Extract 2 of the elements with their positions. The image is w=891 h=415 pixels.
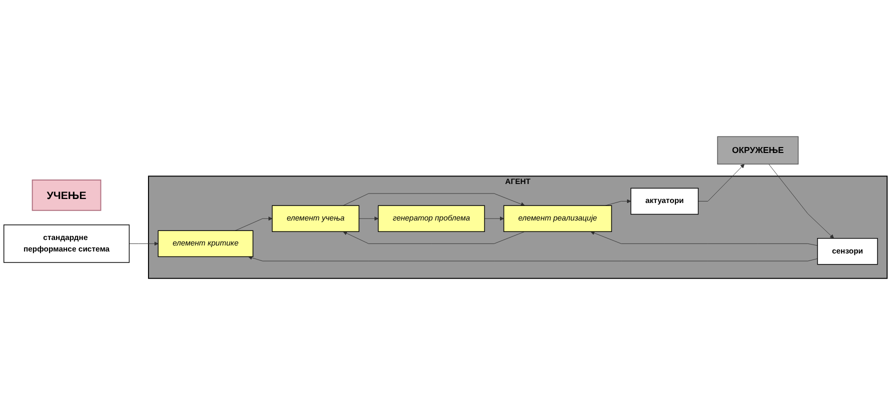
node-box: ОКРУЖЕЊЕ [717,136,799,164]
node-box: УЧЕЊЕ [32,180,102,211]
